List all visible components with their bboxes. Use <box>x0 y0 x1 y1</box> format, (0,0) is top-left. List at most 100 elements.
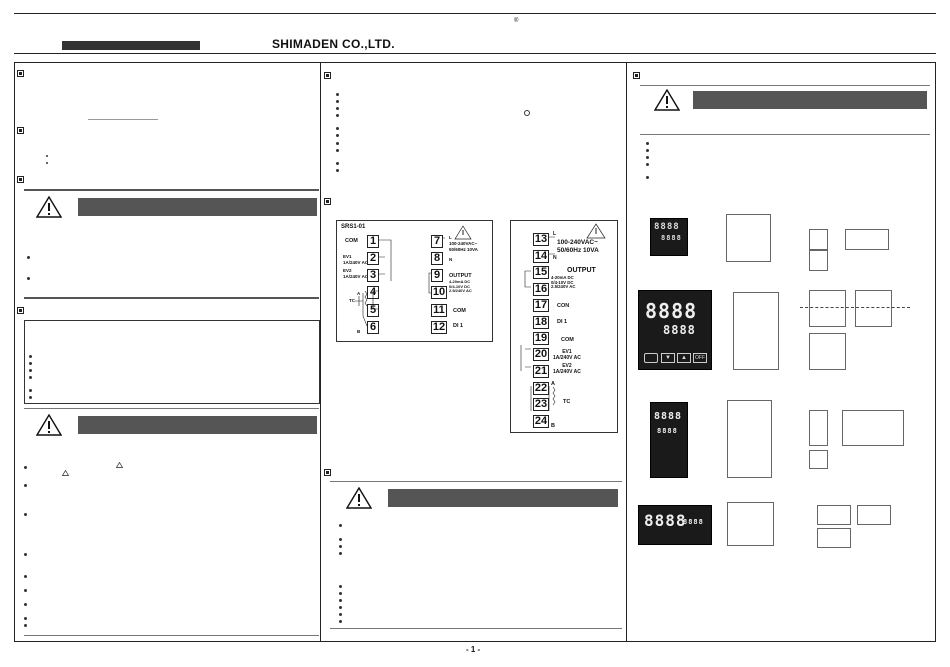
registered-mark: ® <box>514 18 519 24</box>
panel-cutout <box>809 410 828 446</box>
terminal-13: 13 <box>533 233 549 246</box>
center-line <box>800 307 910 308</box>
terminal-9: 9 <box>431 269 443 282</box>
output-spec-label: 4-20mA DC 0/4-10V DC 2.5/240V AC <box>449 279 472 293</box>
down-key[interactable]: ▼ <box>661 353 675 363</box>
bullet <box>336 149 339 152</box>
pv-display-horizontal: 8888 <box>644 511 687 530</box>
bullet <box>24 484 27 487</box>
caution-header-bar <box>388 489 618 507</box>
bullet <box>336 100 339 103</box>
terminal-19: 19 <box>533 332 549 345</box>
bullet <box>24 575 27 578</box>
mode-key[interactable] <box>644 353 658 363</box>
terminal-20: 20 <box>533 348 549 361</box>
warning-icon <box>36 414 62 436</box>
a-label: A <box>551 381 555 387</box>
side-view-48x96 <box>727 400 772 478</box>
pv-display-vertical: 8888 <box>654 411 683 422</box>
front-panel-48x96: 8888 8888 <box>650 402 688 478</box>
section-marker <box>17 70 24 77</box>
ev2-label: EV2 1A/240V AC <box>343 268 369 279</box>
di-label: DI 1 <box>453 323 464 329</box>
com-label-large: COM <box>561 337 574 343</box>
bullet <box>29 355 32 358</box>
terminal-12: 12 <box>431 321 447 334</box>
terminal-6: 6 <box>367 321 379 334</box>
front-panel-48x48: 8888 8888 <box>650 218 688 256</box>
bullet <box>29 362 32 365</box>
com-right-label: COM <box>453 308 466 314</box>
panel-cutout <box>809 333 846 370</box>
terminal-10: 10 <box>431 286 447 299</box>
side-view-48x48 <box>726 214 771 262</box>
warning-header-bar <box>78 198 317 216</box>
company-name: SHIMADEN CO.,LTD. <box>272 37 395 51</box>
terminal-11: 11 <box>431 304 447 317</box>
bullet <box>339 524 342 527</box>
warning-icon <box>36 196 62 218</box>
sv-display-vertical: 8888 <box>657 427 678 435</box>
bullet <box>46 155 48 157</box>
small-warning-icon <box>116 462 123 468</box>
section-marker <box>324 72 331 79</box>
section-marker <box>324 469 331 476</box>
side-view-96x48 <box>727 502 774 546</box>
bullet <box>29 376 32 379</box>
tc-label: TC <box>349 298 355 303</box>
di-label-large: DI 1 <box>557 319 568 325</box>
bullet <box>24 617 27 620</box>
panel-cutout <box>809 250 828 271</box>
panel-cutout-gang <box>845 229 889 250</box>
tc-label-large: TC <box>563 399 571 405</box>
pv-display: 8888 <box>654 222 680 232</box>
document-title-bar <box>62 41 200 50</box>
front-panel-96x48: 8888 8888 <box>638 505 712 545</box>
underline-link <box>88 119 158 120</box>
panel-cutout <box>855 290 892 327</box>
n-label-large: N <box>553 255 557 261</box>
bullet <box>339 545 342 548</box>
bullet <box>336 134 339 137</box>
up-key[interactable]: ▲ <box>677 353 691 363</box>
bullet <box>339 613 342 616</box>
section-marker <box>324 198 331 205</box>
wiring-diagram-small: SRS1-01 COM EV1 1A/240V AC EV2 1A/240V A… <box>336 220 493 342</box>
off-key[interactable]: OFF <box>693 353 707 363</box>
terminal-15: 15 <box>533 266 549 279</box>
terminal-7: 7 <box>431 235 443 248</box>
rtd-a-label: A <box>357 291 361 296</box>
bullet <box>29 396 32 399</box>
terminal-14: 14 <box>533 250 549 263</box>
section-marker <box>633 72 640 79</box>
bullet <box>646 156 649 159</box>
caution-header-bar <box>78 416 317 434</box>
bullet <box>27 277 30 280</box>
con-label: CON <box>557 303 570 309</box>
bullet <box>336 162 339 165</box>
bullet <box>339 606 342 609</box>
terminal-3: 3 <box>367 269 379 282</box>
page-number: - 1 - <box>466 645 481 654</box>
bullet <box>24 513 27 516</box>
bullet <box>336 142 339 145</box>
bullet <box>29 389 32 392</box>
terminal-21: 21 <box>533 365 549 378</box>
terminal-8: 8 <box>431 252 443 265</box>
bullet <box>24 603 27 606</box>
output-label-large: OUTPUT <box>567 267 596 274</box>
com-label: COM <box>345 238 358 244</box>
panel-cutout <box>857 505 891 525</box>
bullet <box>29 369 32 372</box>
output-spec-large: 4-20mA DC 0/4-10V DC 2.5/240V AC <box>551 275 576 290</box>
bullet <box>339 552 342 555</box>
bullet <box>339 620 342 623</box>
bullet <box>646 163 649 166</box>
power-label: 100-240VAC~ 50/60Hz 10VA <box>449 241 478 252</box>
b-label: B <box>551 423 555 429</box>
bullet <box>46 162 48 164</box>
sv-display-horizontal: 8888 <box>683 518 704 526</box>
bullet <box>339 585 342 588</box>
warning-icon <box>654 89 680 111</box>
